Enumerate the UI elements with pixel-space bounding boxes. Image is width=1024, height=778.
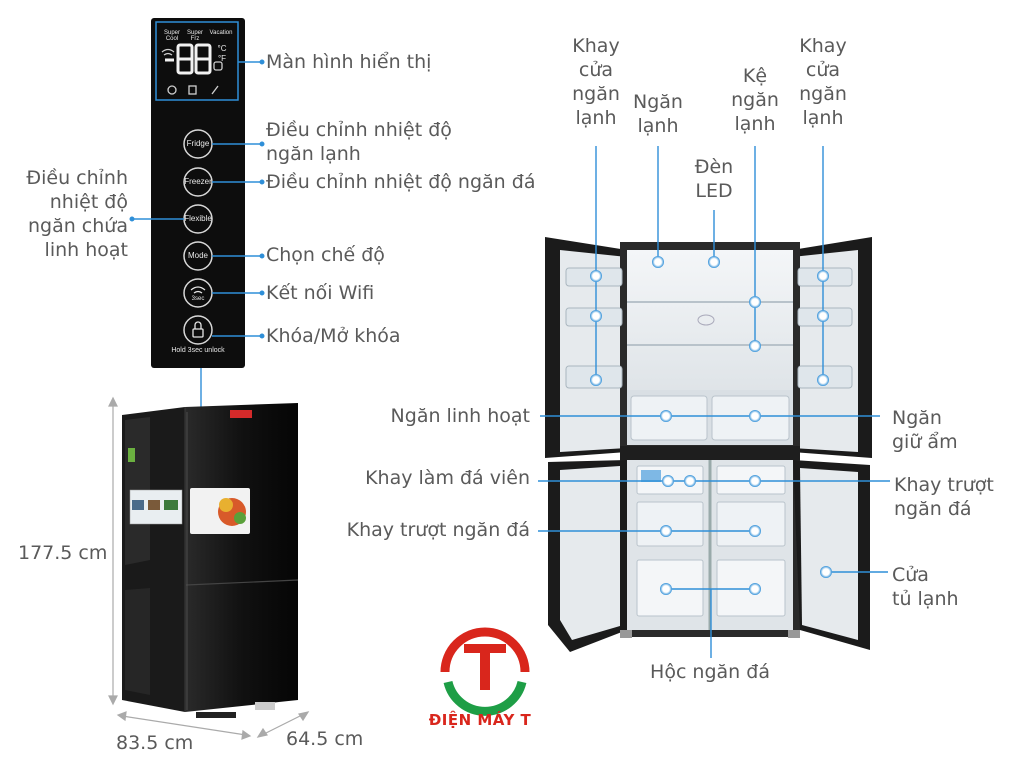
label-freezer-slide-tray-left: Khay trượt ngăn đá [346,519,530,541]
status-icons [161,48,223,95]
label-fridge-temp: Điều chỉnh nhiệt độ ngăn lạnh [266,119,452,165]
freezer-button[interactable]: Freezer [184,177,212,186]
label-fridge-shelf: Kệ ngăn lạnh [731,65,779,135]
panel-top-label-1: Super Cool [163,30,180,42]
dimension-depth: 64.5 cm [286,728,364,750]
panel-top-label-2: Super Frz [186,30,203,42]
label-fridge-door: Cửa tủ lạnh [892,564,959,610]
dimension-height: 177.5 cm [18,542,108,564]
wifi-button[interactable]: 3sec [191,296,205,302]
label-ice-tray: Khay làm đá viên [365,467,530,489]
label-mode: Chọn chế độ [266,244,385,266]
display-segment-icon [165,43,212,75]
label-fridge-compartment: Ngăn lạnh [633,91,683,137]
label-lock: Khóa/Mở khóa [266,325,401,347]
label-flex-compartment: Ngăn linh hoạt [390,405,530,427]
panel-unit-c: °C [217,44,227,53]
dimension-width: 83.5 cm [116,732,194,754]
lock-caption: Hold 3sec unlock [171,347,225,354]
label-flexible-temp: Điều chỉnh nhiệt độ ngăn chứa linh hoạt [26,167,128,261]
label-led-light: Đèn LED [694,156,734,202]
interior-callout-lines [538,146,890,658]
label-freezer-drawer: Hộc ngăn đá [650,661,770,683]
label-wifi: Kết nối Wifi [266,282,375,304]
fridge-button[interactable]: Fridge [186,139,210,148]
mode-button[interactable]: Mode [187,251,208,260]
label-door-tray-right: Khay cửa ngăn lạnh [799,35,847,129]
control-panel [151,18,245,368]
brand-name: ĐIỆN MÁY T [428,711,532,729]
label-display: Màn hình hiển thị [266,51,432,73]
wifi-icon [190,286,206,294]
callout-dots [590,256,832,595]
lock-icon [192,321,204,338]
label-freezer-temp: Điều chỉnh nhiệt độ ngăn đá [266,171,536,193]
label-freezer-slide-tray-right: Khay trượt ngăn đá [894,474,994,520]
fridge-exterior [122,403,299,718]
panel-unit-f: °F [217,54,227,63]
label-door-tray-left: Khay cửa ngăn lạnh [572,35,620,129]
dimension-lines [108,396,310,740]
flexible-button[interactable]: Flexible [184,214,212,223]
label-humidity-drawer: Ngăn giữ ẩm [892,407,958,453]
panel-buttons [183,129,213,345]
panel-top-label-3: Vacation [209,30,233,36]
brand-logo-icon [440,627,530,716]
